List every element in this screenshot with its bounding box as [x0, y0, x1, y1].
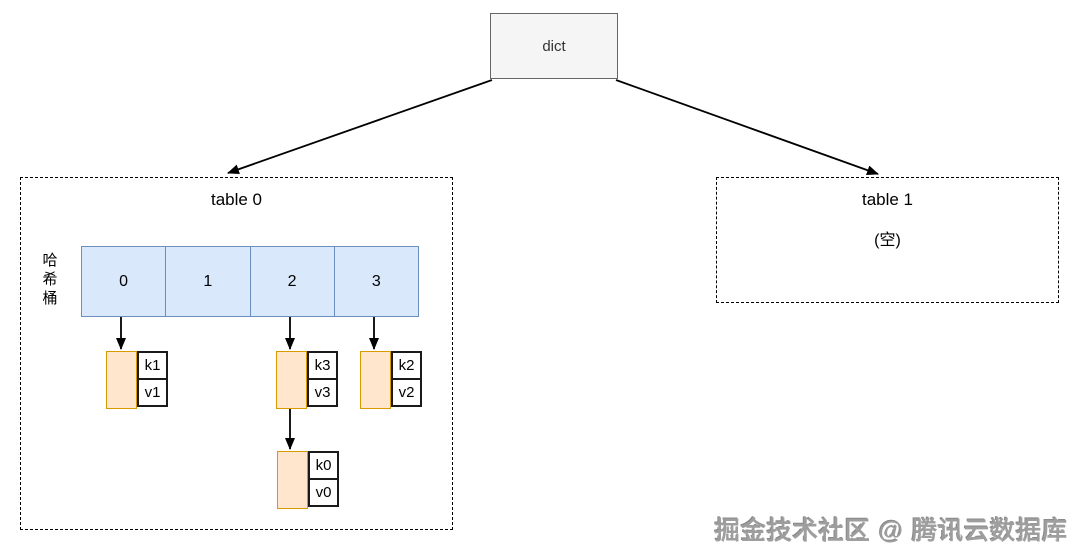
bucket-array: 0 1 2 3	[81, 246, 419, 317]
entry-value: v1	[137, 378, 168, 407]
hash-entry-k0: k0 v0	[277, 451, 339, 509]
entry-key: k3	[307, 351, 338, 380]
entry-value: v2	[391, 378, 422, 407]
table0-container: table 0 哈希桶 0 1 2 3 k1 v1 k3 v3	[20, 177, 453, 530]
entry-pointer-cell	[360, 351, 391, 409]
dict-node-label: dict	[542, 37, 566, 55]
hash-entry-k2: k2 v2	[360, 351, 422, 409]
entry-value: v3	[307, 378, 338, 407]
entry-key: k1	[137, 351, 168, 380]
edge-dict-to-table1	[615, 79, 879, 175]
watermark-text: 掘金技术社区 @ 腾讯云数据库	[714, 517, 1068, 545]
bucket-cell-0: 0	[82, 247, 167, 316]
entry-pointer-cell	[277, 451, 308, 509]
entry-key: k0	[308, 451, 339, 480]
bucket-cell-2: 2	[250, 247, 335, 316]
bucket-cell-3: 3	[334, 247, 418, 316]
edge-dict-to-table0	[227, 79, 493, 175]
table1-empty-label: (空)	[874, 232, 901, 249]
entry-value: v0	[308, 478, 339, 507]
hash-bucket-label: 哈希桶	[42, 252, 58, 307]
hash-entry-k1: k1 v1	[106, 351, 168, 409]
hash-entry-k3: k3 v3	[276, 351, 338, 409]
bucket-cell-1: 1	[166, 247, 251, 316]
entry-pointer-cell	[276, 351, 307, 409]
table0-title: table 0	[210, 190, 263, 209]
entry-key: k2	[391, 351, 422, 380]
table1-container: table 1 (空)	[716, 177, 1059, 303]
dict-node: dict	[490, 13, 618, 79]
table1-title: table 1	[861, 190, 914, 209]
entry-pointer-cell	[106, 351, 137, 409]
